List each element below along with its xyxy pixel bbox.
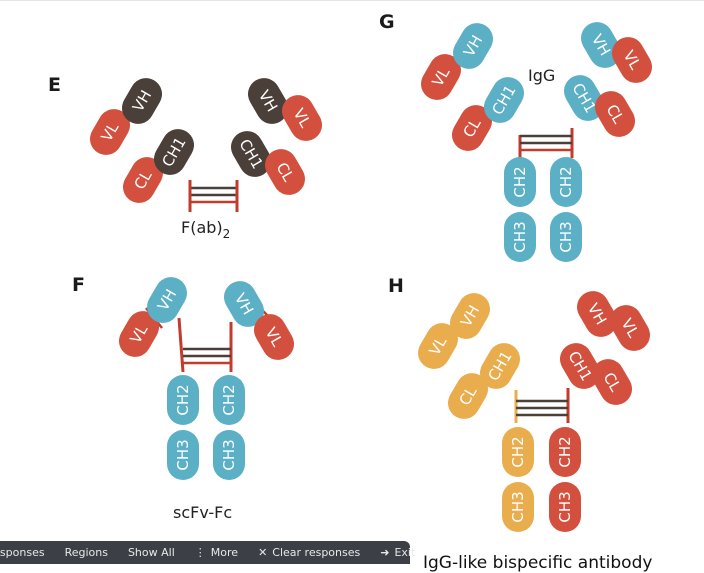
panel-f-domains: VL VH VH VL CH2 CH3 xyxy=(119,277,294,480)
exit-icon: ➜ xyxy=(380,546,390,559)
exit-button[interactable]: ➜ Exit xyxy=(370,546,425,559)
more-vertical-icon: ⋮ xyxy=(194,546,206,559)
panel-g: G VL CL VH CH1 xyxy=(379,11,652,262)
panel-e: E VL CL VH CH1 xyxy=(48,74,322,241)
domain-vh: VH xyxy=(577,291,617,337)
domain-ch2: CH2 xyxy=(504,157,536,207)
svg-text:CH2: CH2 xyxy=(174,384,192,415)
panel-e-domains: VL CL VH CH1 VH CH1 xyxy=(90,78,322,203)
panel-g-domains: VL CL VH CH1 VH CH1 xyxy=(421,22,652,262)
domain-vl: VL xyxy=(90,109,130,155)
panel-f-letter: F xyxy=(72,274,85,296)
domain-ch1: CH1 xyxy=(480,343,520,389)
domain-vh: VH xyxy=(147,277,187,323)
domain-cl: CL xyxy=(592,359,632,405)
svg-text:CH3: CH3 xyxy=(511,221,529,252)
more-button[interactable]: ⋮ More xyxy=(185,546,248,559)
domain-vl: VL xyxy=(612,37,652,83)
domain-ch2: CH2 xyxy=(213,375,245,425)
domain-ch2: CH2 xyxy=(167,375,199,425)
domain-vh: VH xyxy=(122,78,162,124)
regions-button[interactable]: Regions xyxy=(55,546,118,559)
panel-g-hinge xyxy=(518,128,574,158)
domain-cl: CL xyxy=(452,105,492,151)
clear-responses-label: Clear responses xyxy=(272,546,361,559)
domain-vh: VH xyxy=(248,78,288,124)
svg-text:CH2: CH2 xyxy=(220,384,238,415)
svg-text:CH3: CH3 xyxy=(220,439,238,470)
exit-label: Exit xyxy=(394,546,416,559)
domain-ch3: CH3 xyxy=(550,212,582,262)
domain-ch1: CH1 xyxy=(231,131,271,177)
domain-vh: VH xyxy=(450,293,490,339)
panel-h-hinge xyxy=(514,388,570,423)
responses-label: Responses xyxy=(0,546,45,559)
clear-responses-button[interactable]: ✕ Clear responses xyxy=(248,546,370,559)
domain-ch3: CH3 xyxy=(167,430,199,480)
domain-vl: VL xyxy=(282,95,322,141)
domain-ch3: CH3 xyxy=(213,430,245,480)
svg-text:CH2: CH2 xyxy=(557,166,575,197)
presentation-toolbar: Responses Regions Show All ⋮ More ✕ Clea… xyxy=(0,541,415,564)
domain-ch3: CH3 xyxy=(504,212,536,262)
panel-h: H VL CL VH CH1 xyxy=(388,275,650,532)
domain-ch1: CH1 xyxy=(560,343,600,389)
domain-vh: VH xyxy=(581,22,621,68)
svg-text:CH3: CH3 xyxy=(556,491,574,522)
panel-f: F VL VH VH VL xyxy=(72,274,294,522)
domain-cl: CL xyxy=(448,373,488,419)
domain-vh: VH xyxy=(224,281,264,327)
svg-text:CH2: CH2 xyxy=(556,436,574,467)
panel-e-letter: E xyxy=(48,74,61,96)
panel-h-letter: H xyxy=(388,275,404,297)
panel-g-letter: G xyxy=(379,11,395,33)
domain-vh: VH xyxy=(453,23,493,69)
svg-text:CH2: CH2 xyxy=(509,436,527,467)
panel-e-name: F(ab)2 xyxy=(181,218,230,241)
regions-label: Regions xyxy=(64,546,108,559)
svg-text:CH3: CH3 xyxy=(557,221,575,252)
panel-g-name: IgG xyxy=(528,66,555,85)
domain-vl: VL xyxy=(421,54,461,100)
panel-e-bonds xyxy=(188,180,239,212)
domain-ch1: CH1 xyxy=(564,75,604,121)
responses-button[interactable]: Responses xyxy=(0,546,55,559)
clear-icon: ✕ xyxy=(258,546,268,559)
domain-cl: CL xyxy=(265,149,305,195)
domain-ch2: CH2 xyxy=(502,427,534,477)
domain-vl: VL xyxy=(254,314,294,360)
domain-vl: VL xyxy=(418,323,458,369)
domain-cl: CL xyxy=(595,91,635,137)
svg-text:CH3: CH3 xyxy=(174,439,192,470)
domain-vl: VL xyxy=(610,305,650,351)
domain-ch2: CH2 xyxy=(549,427,581,477)
show-all-label: Show All xyxy=(127,546,175,559)
domain-ch3: CH3 xyxy=(549,482,581,532)
domain-ch1: CH1 xyxy=(484,77,524,123)
domain-ch2: CH2 xyxy=(550,157,582,207)
show-all-button[interactable]: Show All xyxy=(118,546,185,559)
panel-h-name: IgG-like bispecific antibody xyxy=(423,553,653,573)
panel-f-name: scFv-Fc xyxy=(173,503,232,522)
svg-text:CH2: CH2 xyxy=(511,166,529,197)
domain-ch3: CH3 xyxy=(502,482,534,532)
svg-text:CH3: CH3 xyxy=(509,491,527,522)
domain-vl: VL xyxy=(119,311,159,357)
top-divider xyxy=(0,0,704,1)
domain-cl: CL xyxy=(123,157,163,203)
more-label: More xyxy=(210,546,239,559)
domain-ch1: CH1 xyxy=(154,129,194,175)
panel-h-domains: VL CL VH CH1 VH CH1 xyxy=(418,291,650,532)
